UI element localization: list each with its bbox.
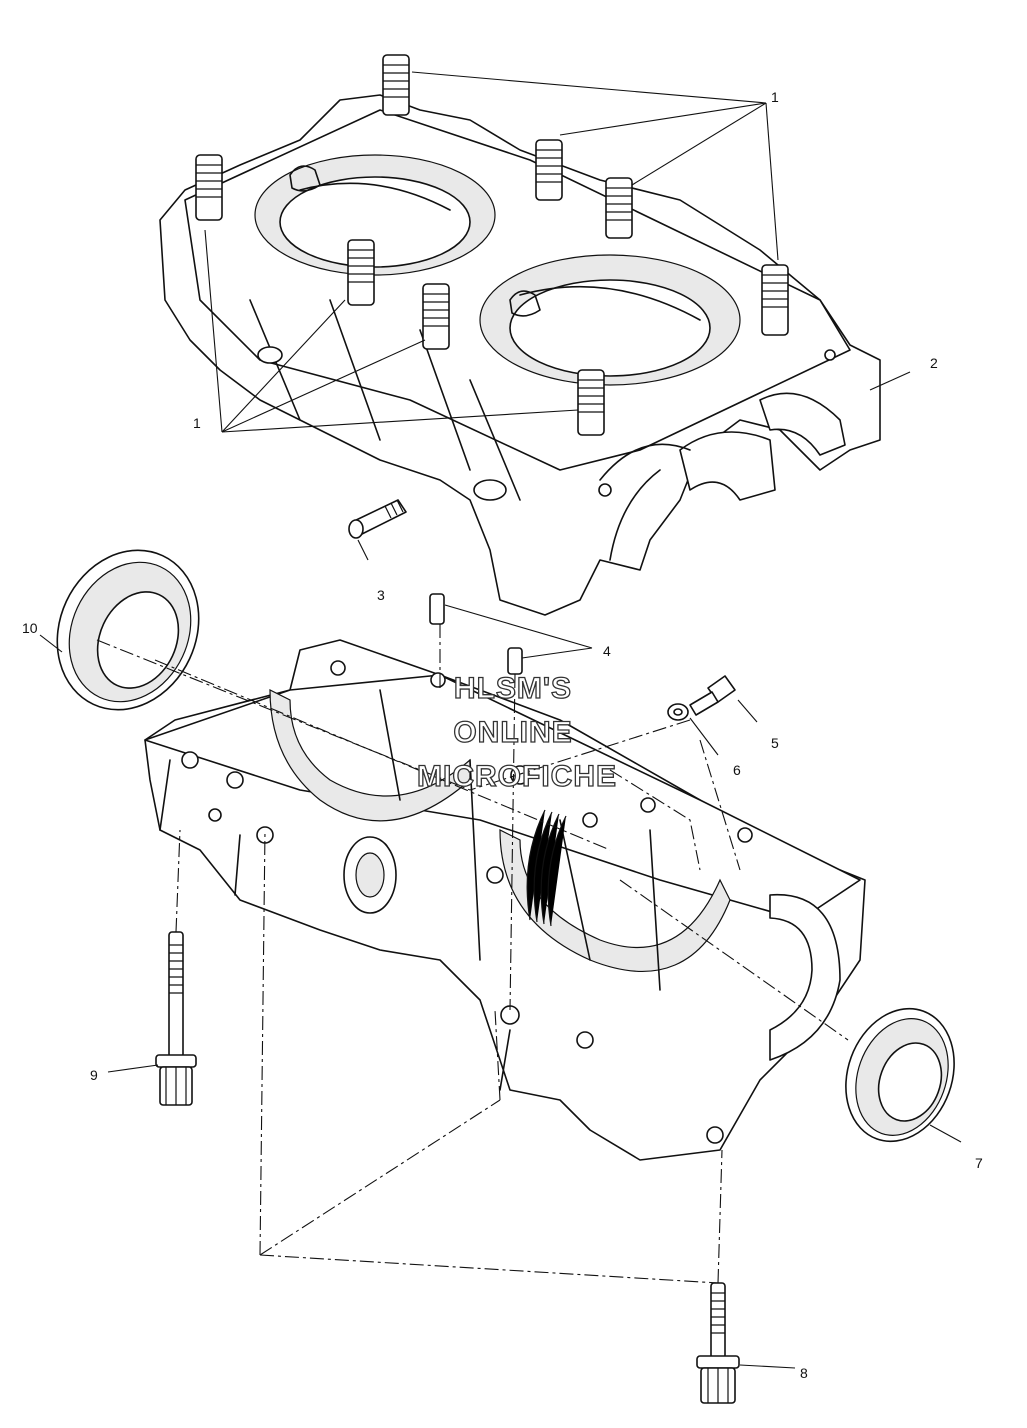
stud <box>347 239 375 306</box>
callout-9: 9 <box>90 1067 98 1083</box>
bolt-part-9 <box>155 931 197 1106</box>
watermark-line-3: MICROFICHE <box>417 760 617 793</box>
callout-2: 2 <box>930 355 938 371</box>
dowel-pins <box>429 593 523 675</box>
callout-3: 3 <box>377 587 385 603</box>
upper-crankcase <box>159 94 881 616</box>
stud <box>382 54 410 116</box>
stud <box>422 283 450 350</box>
callout-4: 4 <box>603 643 611 659</box>
callout-7: 7 <box>975 1155 983 1171</box>
leader-lines <box>39 71 962 1369</box>
callout-5: 5 <box>771 735 779 751</box>
callout-6: 6 <box>733 762 741 778</box>
cylinder-studs <box>195 54 789 436</box>
callout-1-left: 1 <box>193 415 201 431</box>
stud <box>195 154 223 221</box>
stud <box>577 369 605 436</box>
lower-crankcase <box>144 639 866 1161</box>
assembly-lines <box>96 624 849 1284</box>
seal-part-7 <box>845 1007 955 1143</box>
callout-1-top: 1 <box>771 89 779 105</box>
bolt-part-8 <box>696 1282 740 1404</box>
callout-8: 8 <box>800 1365 808 1381</box>
bolt-part-5 <box>689 675 736 716</box>
callout-10: 10 <box>22 620 38 636</box>
watermark: HLSM'S ONLINE MICROFICHE <box>416 671 617 793</box>
stud <box>535 139 563 201</box>
callout-labels: 1 1 2 3 4 5 6 7 8 9 10 <box>22 89 983 1381</box>
fitting-part-3 <box>348 499 407 539</box>
washer-part-6 <box>667 703 689 721</box>
stud <box>761 264 789 336</box>
watermark-line-1: HLSM'S <box>454 672 572 705</box>
stud <box>605 177 633 239</box>
watermark-line-2: ONLINE <box>453 716 572 749</box>
seal-part-10 <box>56 549 200 711</box>
